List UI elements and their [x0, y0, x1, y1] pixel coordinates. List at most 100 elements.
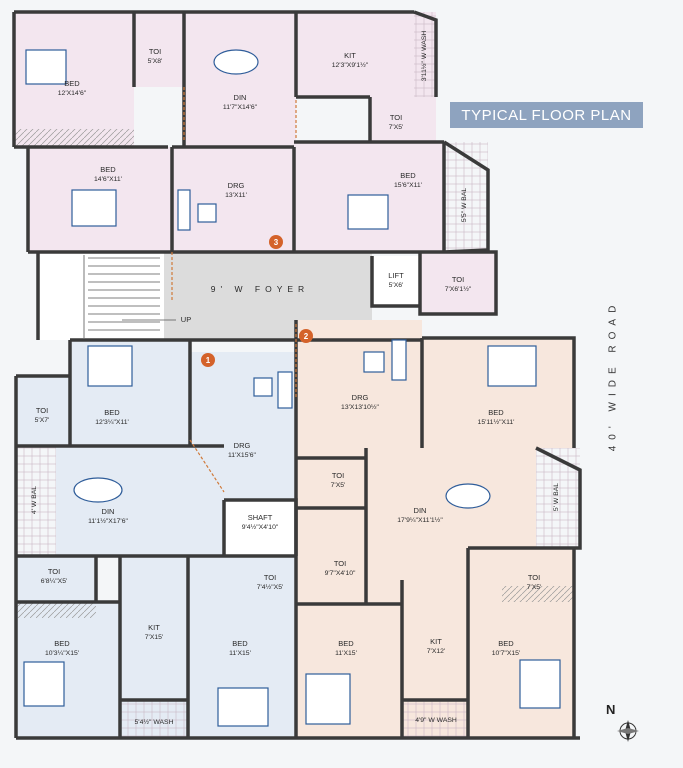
room-name: TOI [149, 47, 161, 56]
room-name: DRG [352, 393, 369, 402]
room-dimension: 4'9" W WASH [415, 717, 457, 724]
room-dimension: 5'X7' [35, 417, 50, 424]
bed-icon [305, 673, 351, 725]
room-dimension: 7'X6'1½" [445, 285, 472, 293]
room-dimension: 7'X12' [427, 648, 445, 655]
room-bal-2: 4' W BAL [31, 486, 38, 514]
room-name: UP [181, 315, 191, 324]
entry-marker-2-label: 2 [304, 332, 309, 341]
bed-icon [519, 659, 561, 709]
entry-marker-1 [201, 353, 215, 367]
sofa-icon [177, 189, 191, 231]
unit-bottom-left [16, 340, 296, 738]
bed-icon [71, 189, 117, 227]
dining-table-icon [73, 477, 123, 503]
unit-top-left [14, 12, 496, 314]
room-name: DIN [414, 506, 427, 515]
plan-title: TYPICAL FLOOR PLAN [450, 102, 643, 128]
room-wash-3: 4'9" W WASH [415, 717, 457, 724]
room-dimension: 12'3¼"X11' [95, 419, 129, 426]
room-dimension: 7'X5' [331, 482, 346, 489]
room-name: BED [104, 408, 120, 417]
room-dimension: 9'7"X4'10" [325, 570, 356, 577]
room-up: UP [181, 315, 191, 324]
bed-icon [217, 687, 269, 727]
room-dimension: 11'1½"X17'6" [88, 517, 128, 525]
bed-icon [87, 345, 133, 387]
entry-markers: 1 2 3 [201, 235, 313, 367]
room-dimension: 5' W BAL [553, 483, 560, 511]
room-toi-1: TOI 5'X8' [148, 47, 163, 65]
room-name: KIT [148, 623, 160, 632]
walls [12, 10, 582, 740]
room-toi-4: TOI 5'X7' [35, 406, 50, 424]
room-dimension: 5'4½" WASH [135, 718, 174, 726]
openings [171, 87, 297, 493]
north-compass-icon [617, 720, 639, 742]
sofa-icon [391, 339, 407, 381]
room-name: LIFT [388, 271, 404, 280]
room-dimension: 9'4½"X4'10" [242, 523, 279, 531]
room-name: KIT [430, 637, 442, 646]
room-dimension: 7'X5' [389, 124, 404, 131]
room-name: BED [64, 79, 80, 88]
room-dimension: 7'4½"X5' [257, 583, 284, 591]
room-dimension: 10'7"X15' [492, 650, 520, 657]
coffee-table-icon [363, 351, 385, 373]
room-dimension: 6'8¼"X5' [41, 578, 68, 585]
room-name: BED [54, 639, 70, 648]
room-name: KIT [344, 51, 356, 60]
room-dimension: 13'X11' [225, 192, 247, 199]
room-drg-1: DRG 13'X11' [225, 181, 247, 199]
room-dimension: 17'9¼"X11'1½" [397, 516, 443, 524]
room-dimension: 11'X15' [229, 650, 251, 657]
room-name: TOI [36, 406, 48, 415]
bed-icon [23, 661, 65, 707]
bed-icon [487, 345, 537, 387]
entry-marker-3 [269, 235, 283, 249]
bed-icon [25, 49, 67, 85]
road-label-wrap: 40' WIDE ROAD [598, 265, 628, 485]
bed-icon [347, 194, 389, 230]
room-name: TOI [48, 567, 60, 576]
room-dimension: 5'X6' [389, 282, 404, 289]
staircase [83, 255, 176, 338]
dining-table-icon [445, 483, 491, 509]
room-dimension: 5'X8' [148, 58, 163, 65]
room-name: DIN [102, 507, 115, 516]
room-toi-6: TOI 6'8¼"X5' [41, 567, 68, 585]
room-dimension: 10'3¼"X15' [45, 650, 79, 657]
room-dimension: 3'11½" W WASH [420, 31, 428, 82]
room-dimension: 14'6"X11' [94, 176, 122, 183]
room-name: BED [488, 408, 504, 417]
room-name: TOI [528, 573, 540, 582]
entry-marker-2 [299, 329, 313, 343]
room-lift: LIFT 5'X6' [388, 271, 404, 289]
room-name: BED [338, 639, 354, 648]
room-name: DRG [234, 441, 251, 450]
room-dimension: 12'3"X9'1½" [332, 61, 369, 69]
road-label: 40' WIDE ROAD [607, 299, 619, 451]
room-name: TOI [452, 275, 464, 284]
sofa-icon [277, 371, 293, 409]
room-name: DRG [228, 181, 245, 190]
